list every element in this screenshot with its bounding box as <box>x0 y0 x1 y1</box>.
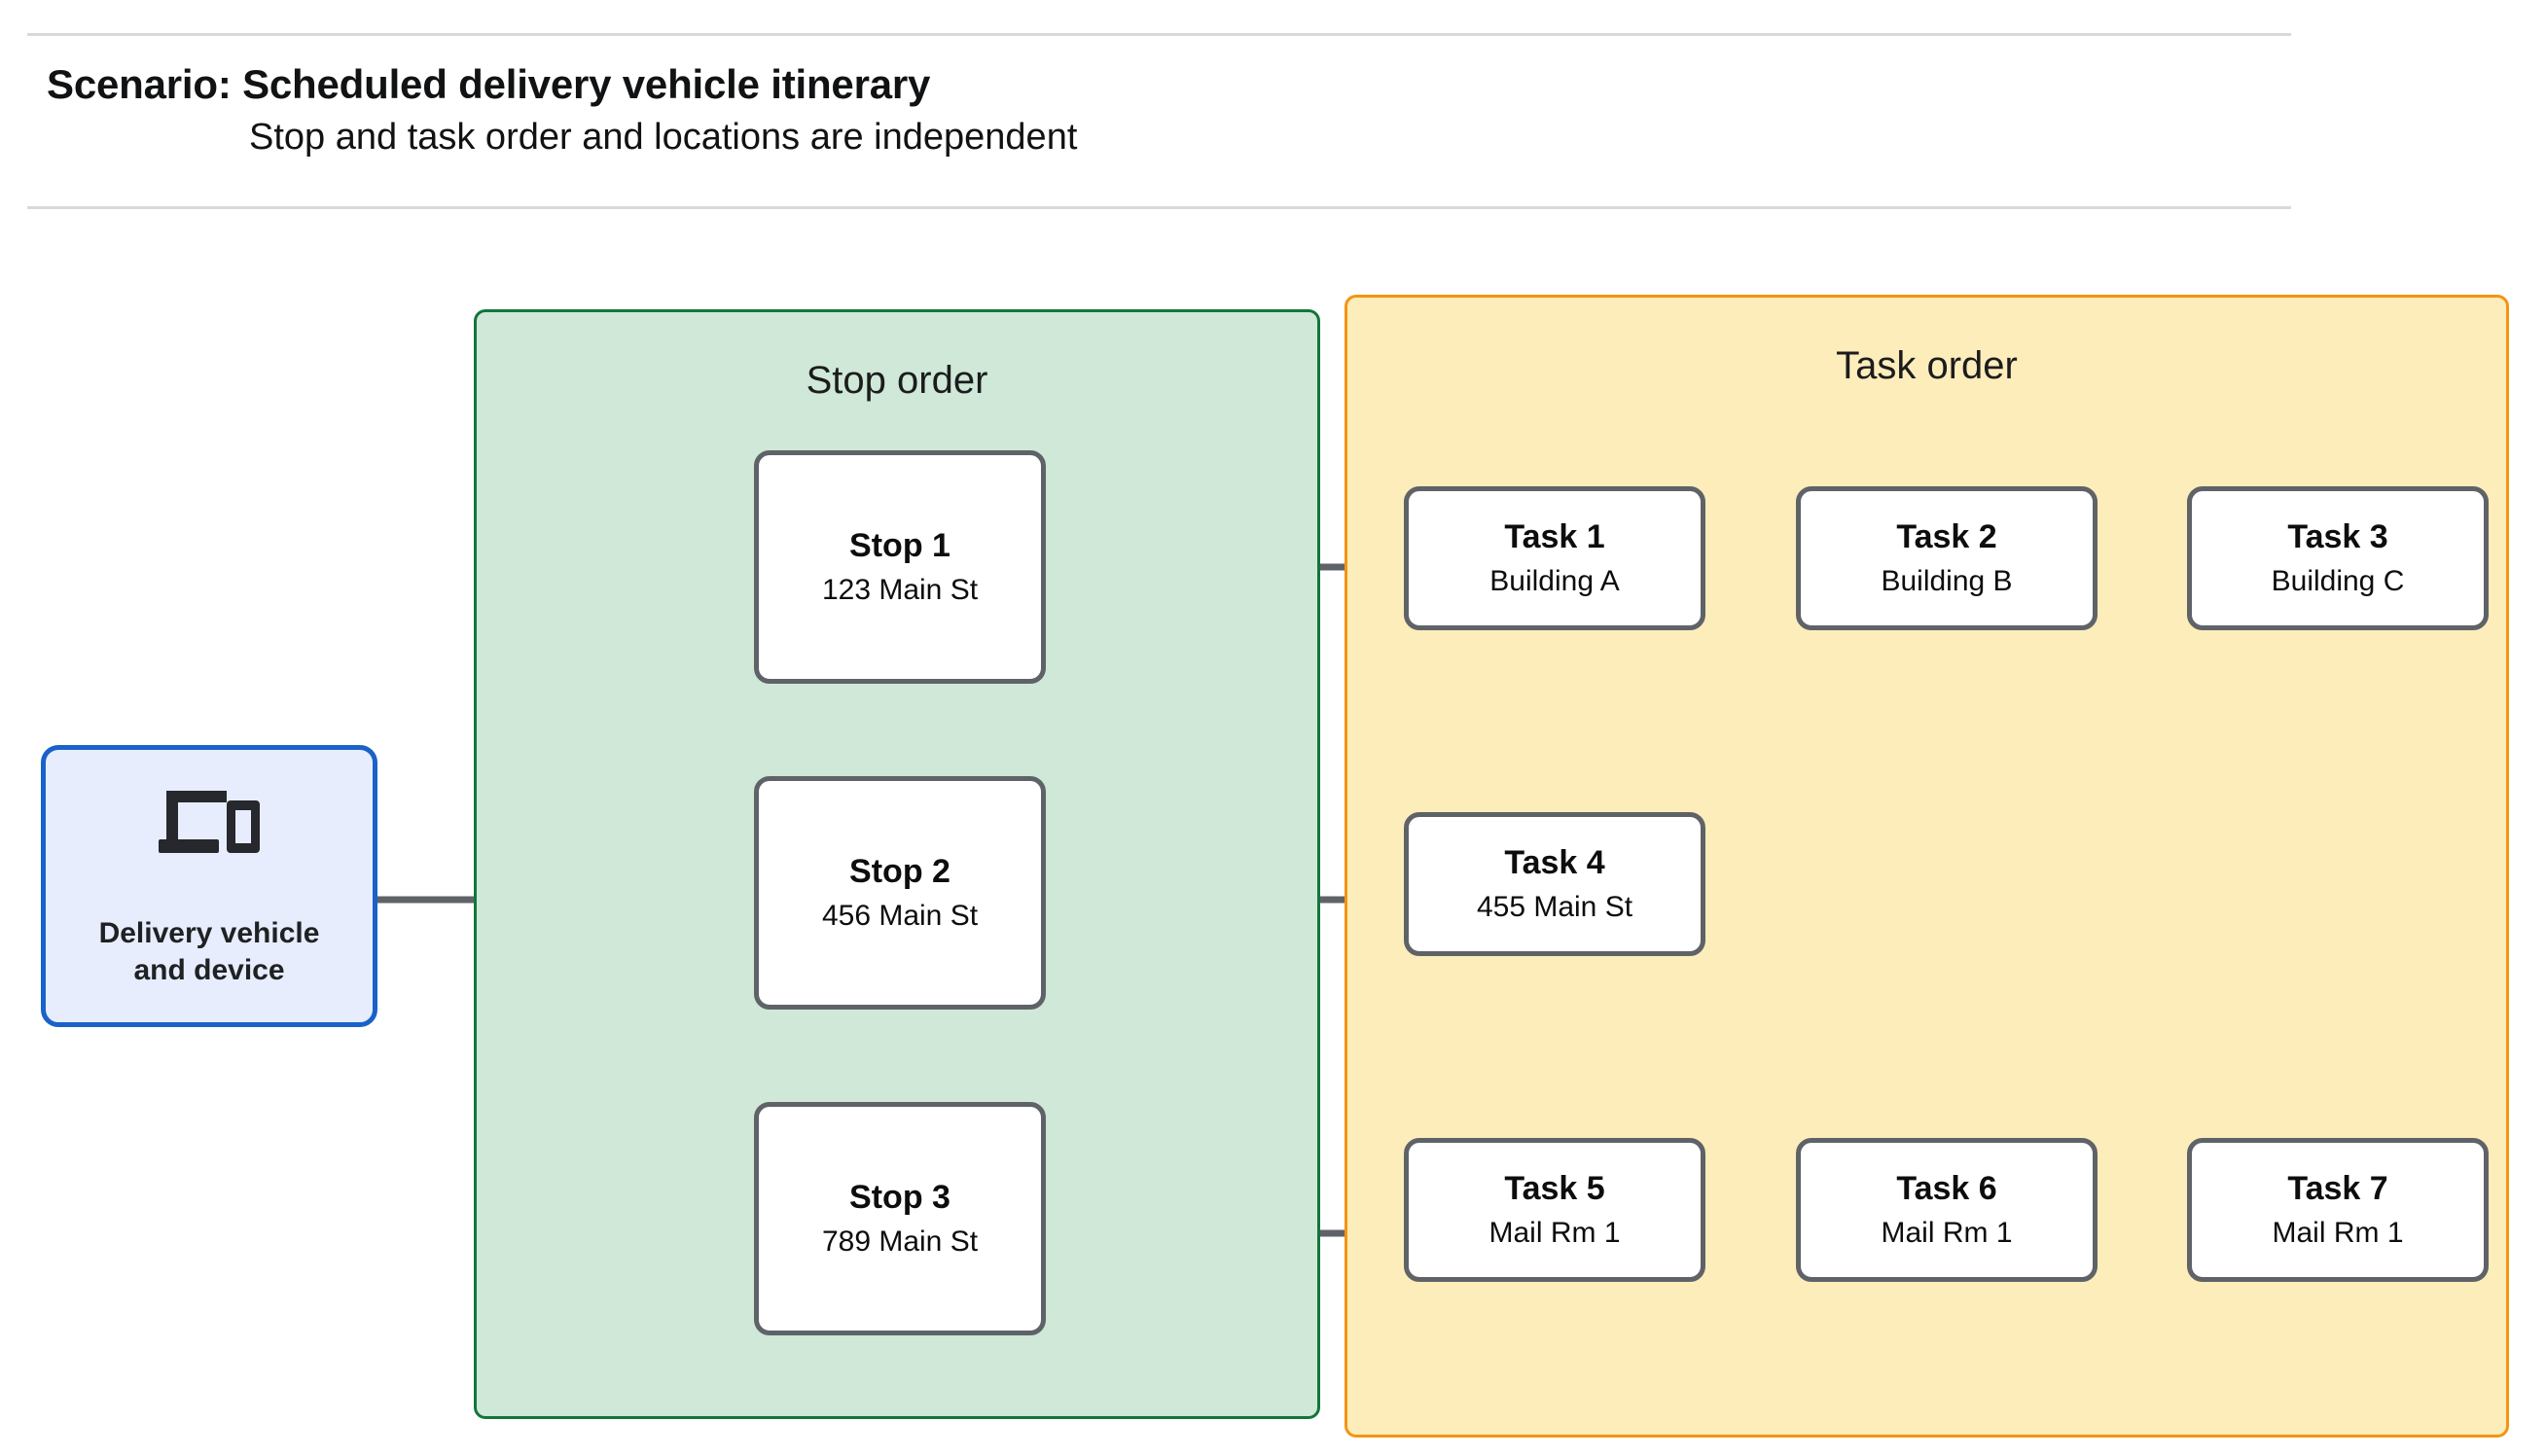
task-card-1[interactable]: Task 1 Building A <box>1404 486 1705 630</box>
stop-order-group-title: Stop order <box>806 359 988 402</box>
task-card-1-location: Building A <box>1489 565 1620 598</box>
stop-card-1-location: 123 Main St <box>821 574 979 607</box>
task-card-7-location: Mail Rm 1 <box>2272 1217 2404 1250</box>
scenario-header: Scenario: Scheduled delivery vehicle iti… <box>0 0 2291 209</box>
task-card-5[interactable]: Task 5 Mail Rm 1 <box>1404 1138 1705 1282</box>
task-card-5-title: Task 5 <box>1504 1169 1605 1207</box>
task-card-4-location: 455 Main St <box>1476 891 1633 924</box>
header-divider-top <box>27 33 2291 36</box>
task-card-6[interactable]: Task 6 Mail Rm 1 <box>1796 1138 2098 1282</box>
stop-card-1-title: Stop 1 <box>849 526 950 564</box>
stop-card-1[interactable]: Stop 1 123 Main St <box>754 450 1046 684</box>
page-title: Scenario: Scheduled delivery vehicle iti… <box>47 61 931 107</box>
task-card-2-title: Task 2 <box>1896 517 1997 555</box>
stop-card-3-title: Stop 3 <box>849 1178 950 1216</box>
stop-card-3[interactable]: Stop 3 789 Main St <box>754 1102 1046 1335</box>
task-card-2[interactable]: Task 2 Building B <box>1796 486 2098 630</box>
stop-card-2[interactable]: Stop 2 456 Main St <box>754 776 1046 1010</box>
task-card-5-location: Mail Rm 1 <box>1488 1217 1621 1250</box>
stop-card-2-title: Stop 2 <box>849 852 950 890</box>
page-subtitle: Stop and task order and locations are in… <box>249 117 1078 158</box>
devices-icon <box>159 790 260 853</box>
task-card-1-title: Task 1 <box>1504 517 1605 555</box>
task-card-6-title: Task 6 <box>1896 1169 1997 1207</box>
stop-card-3-location: 789 Main St <box>821 1225 979 1259</box>
delivery-vehicle-and-device-node[interactable]: Delivery vehicle and device <box>41 745 377 1027</box>
task-card-6-location: Mail Rm 1 <box>1881 1217 2013 1250</box>
task-card-4-title: Task 4 <box>1504 843 1605 881</box>
stop-card-2-location: 456 Main St <box>821 900 979 933</box>
task-card-4[interactable]: Task 4 455 Main St <box>1404 812 1705 956</box>
task-card-2-location: Building B <box>1881 565 2013 598</box>
task-card-3-location: Building C <box>2271 565 2405 598</box>
task-card-7-title: Task 7 <box>2287 1169 2388 1207</box>
header-divider-bottom <box>27 206 2291 209</box>
task-order-group-title: Task order <box>1836 344 2018 387</box>
task-card-3-title: Task 3 <box>2287 517 2388 555</box>
task-card-3[interactable]: Task 3 Building C <box>2187 486 2489 630</box>
delivery-vehicle-and-device-label: Delivery vehicle and device <box>98 916 320 986</box>
task-card-7[interactable]: Task 7 Mail Rm 1 <box>2187 1138 2489 1282</box>
